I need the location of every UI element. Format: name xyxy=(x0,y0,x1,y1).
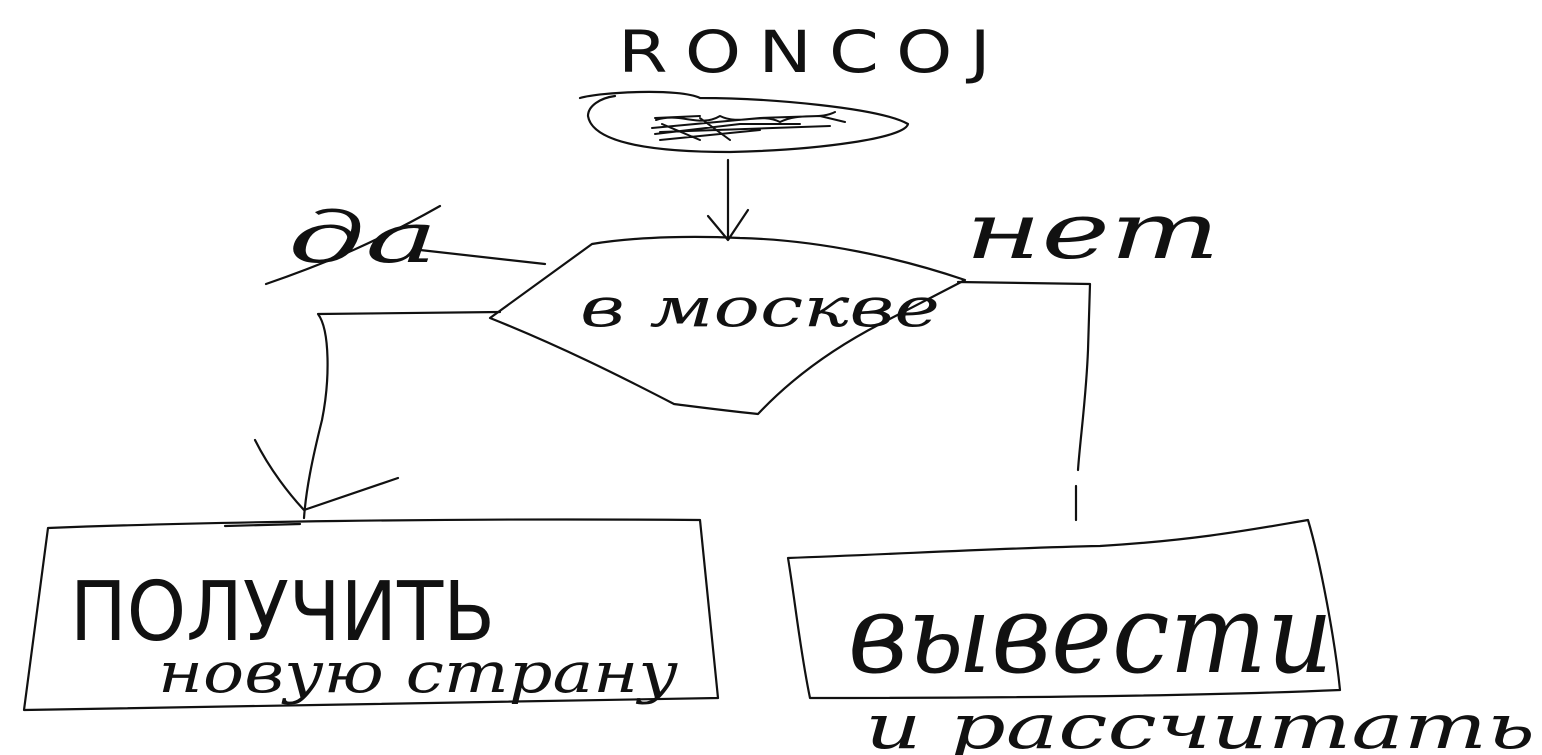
yes-underline-stroke xyxy=(264,204,547,286)
process-box-right xyxy=(786,518,1342,700)
start-ellipse xyxy=(578,90,910,154)
arrow-start-to-decision xyxy=(706,158,750,242)
scribbled-out-text xyxy=(651,111,846,141)
decision-diamond xyxy=(488,235,967,416)
process-box-right-line2: и рассчитать xyxy=(865,690,1535,755)
process-box-left xyxy=(22,518,720,712)
process-box-right-line1: вывести xyxy=(848,570,1333,698)
decision-label: в москве xyxy=(580,276,940,339)
no-connector-line xyxy=(956,280,1092,522)
yes-connector-arrow xyxy=(253,310,502,520)
title-text: RONCOJ xyxy=(618,18,1008,86)
process-box-left-line2: новую страну xyxy=(158,641,679,706)
branch-yes-label: да xyxy=(288,197,438,279)
process-box-left-line1: ПОЛУЧИТЬ xyxy=(70,565,495,660)
branch-no-label: нет xyxy=(965,187,1220,277)
